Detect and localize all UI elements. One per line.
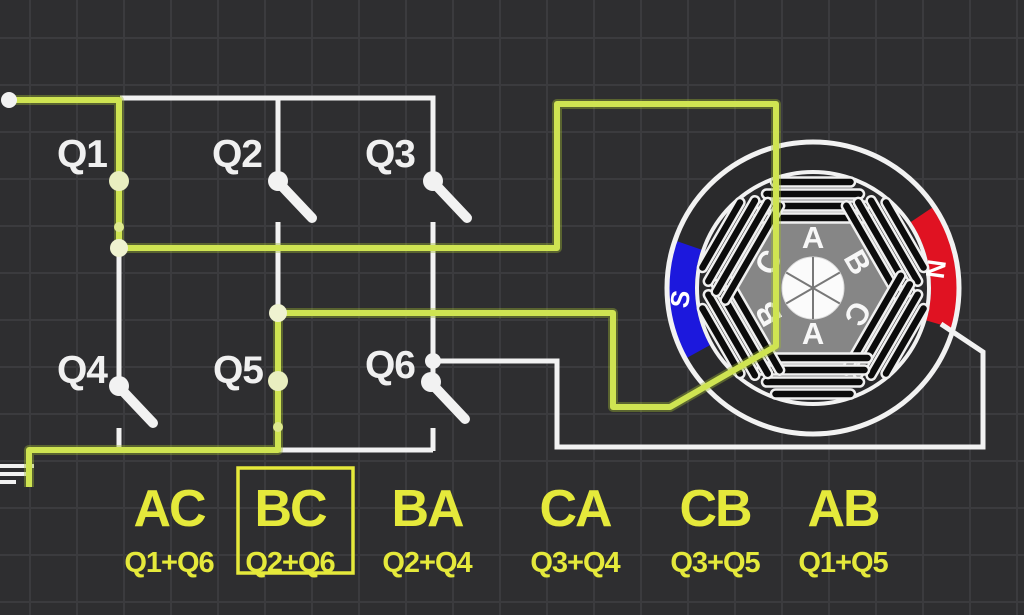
switch-q3-pivot — [423, 171, 443, 191]
switch-label-q4: Q4 — [57, 349, 108, 392]
winding-coil-lower-right — [840, 270, 930, 382]
pole-label-s: S — [664, 288, 696, 309]
switch-q2-pivot — [268, 171, 288, 191]
phase-a-node — [110, 239, 128, 257]
step-ba: BA Q2+Q4 — [382, 480, 473, 579]
rotor-inner-ring — [695, 170, 931, 406]
step-switches: Q3+Q5 — [670, 547, 760, 579]
step-switches: Q2+Q4 — [382, 547, 472, 579]
junction-dots — [1, 92, 443, 432]
step-phases: AB — [807, 480, 879, 538]
motor-cross-section: A B C A B C N S — [664, 139, 962, 437]
switch-q5-contact — [273, 422, 283, 432]
phase-c-wire — [438, 321, 986, 450]
switch-label-q5: Q5 — [213, 349, 263, 392]
step-phases: CA — [539, 480, 612, 538]
phase-c-node — [425, 353, 441, 369]
rotor-outer-ring — [664, 139, 962, 437]
step-switches: Q3+Q4 — [530, 547, 620, 579]
supply-terminal — [1, 92, 17, 108]
step-phases: CB — [679, 480, 751, 538]
winding-coil-top — [752, 176, 874, 224]
step-switches: Q1+Q5 — [798, 547, 888, 579]
switch-label-q2: Q2 — [212, 133, 262, 176]
switch-q1-pivot — [109, 171, 129, 191]
rotor-pole-north — [910, 207, 957, 328]
winding-label-a-bottom: A — [802, 316, 824, 351]
switch-q4-pivot — [109, 376, 129, 396]
motor-shaft — [781, 256, 845, 320]
switch-q1-contact — [114, 222, 124, 232]
stator-windings — [696, 176, 930, 400]
switch-label-q6: Q6 — [365, 344, 415, 387]
step-switches: Q2+Q6 — [245, 547, 335, 579]
switch-labels: Q1 Q2 Q3 Q4 Q5 Q6 — [57, 133, 416, 392]
step-bc: BC Q2+Q6 — [245, 480, 336, 579]
winding-coil-upper-left — [696, 194, 786, 306]
step-phases: BC — [254, 480, 327, 538]
pole-label-n: N — [920, 258, 952, 281]
active-step-box — [236, 466, 355, 575]
commutation-step-row: AC Q1+Q6 BC Q2+Q6 BA Q2+Q4 CA Q3+Q4 CB Q… — [124, 466, 890, 579]
pole-labels: N S — [664, 258, 952, 310]
rotor-pole-south — [668, 241, 710, 358]
step-cb: CB Q3+Q5 — [670, 480, 761, 579]
switch-label-q3: Q3 — [365, 133, 415, 176]
step-phases: BA — [391, 480, 464, 538]
winding-label-a-top: A — [802, 220, 824, 255]
phase-b-node — [269, 304, 287, 322]
step-switches: Q1+Q6 — [124, 547, 214, 579]
step-phases: AC — [133, 480, 206, 538]
step-ca: CA Q3+Q4 — [530, 480, 621, 579]
switch-q5-pivot — [268, 371, 288, 391]
switch-q6-pivot — [421, 372, 441, 392]
step-ac: AC Q1+Q6 — [124, 480, 215, 579]
positive-bus — [120, 95, 436, 181]
step-ab: AB Q1+Q5 — [798, 480, 889, 579]
switch-label-q1: Q1 — [57, 133, 107, 176]
